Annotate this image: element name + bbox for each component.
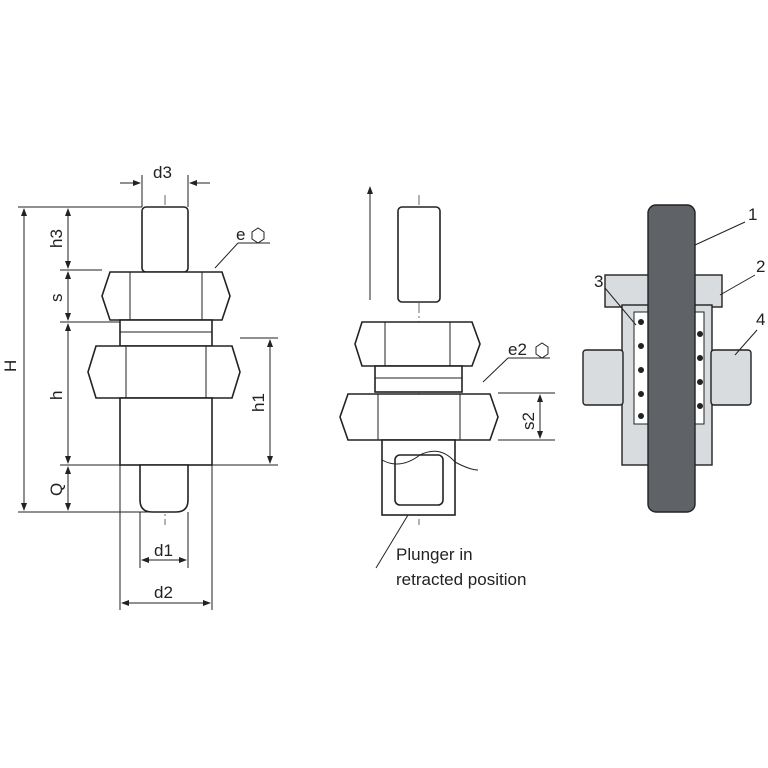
plunger-label-line2: retracted position — [396, 570, 526, 589]
part-label-1: 1 — [748, 205, 757, 224]
part-label-4: 4 — [756, 310, 765, 329]
lock-nut — [101, 271, 231, 321]
part-label-2: 2 — [756, 257, 765, 276]
collar — [119, 319, 213, 347]
label-e: e — [236, 225, 245, 244]
section-view: 1 2 3 4 — [582, 204, 765, 513]
label-d3: d3 — [153, 163, 172, 182]
plunger-pin — [647, 204, 696, 513]
hex-body-nut — [87, 345, 241, 399]
plunger-label-line1: Plunger in — [396, 545, 473, 564]
threaded-stud — [141, 206, 189, 273]
hex-icon — [251, 227, 265, 244]
front-view: d3 e h3 s H h h1 Q d1 d2 — [1, 163, 278, 610]
label-d1: d1 — [154, 541, 173, 560]
threaded-body — [119, 397, 213, 466]
label-d2: d2 — [154, 583, 173, 602]
plunger-tip — [139, 464, 189, 513]
label-e2: e2 — [508, 340, 527, 359]
label-s: s — [47, 294, 66, 303]
hex-icon — [535, 342, 549, 359]
label-Q: Q — [47, 483, 66, 496]
label-h3: h3 — [47, 229, 66, 248]
part-label-3: 3 — [594, 272, 603, 291]
label-h: h — [47, 391, 66, 400]
label-s2: s2 — [519, 412, 538, 430]
retracted-view: e2 s2 Plunger in retracted position — [339, 186, 555, 589]
label-H: H — [1, 360, 20, 372]
label-h1: h1 — [249, 393, 268, 412]
